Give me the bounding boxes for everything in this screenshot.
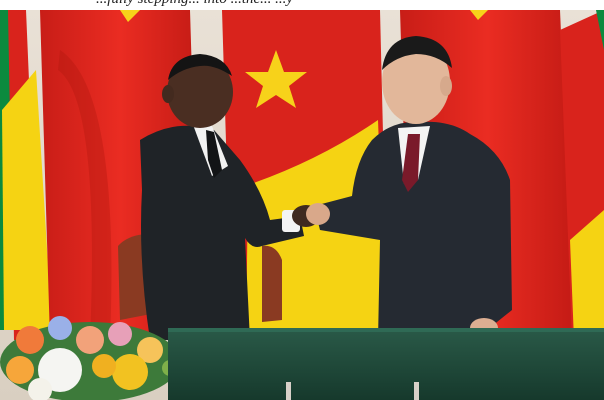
- flower-arrangement: [0, 316, 194, 400]
- signing-table: [168, 328, 604, 400]
- caption-text: ...fully stepping... into ...the... ...y: [96, 0, 293, 8]
- photo: [0, 10, 604, 400]
- caption-strip: ...fully stepping... into ...the... ...y: [0, 0, 604, 12]
- photo-illustration: [0, 10, 604, 400]
- flag-star-icon: [245, 50, 307, 108]
- person-right: [306, 36, 512, 340]
- pen-holder-right: [414, 382, 419, 400]
- flag-cameroon-left: [0, 10, 52, 340]
- flag-cameroon-right: [560, 10, 604, 340]
- pen-holder-left: [286, 382, 291, 400]
